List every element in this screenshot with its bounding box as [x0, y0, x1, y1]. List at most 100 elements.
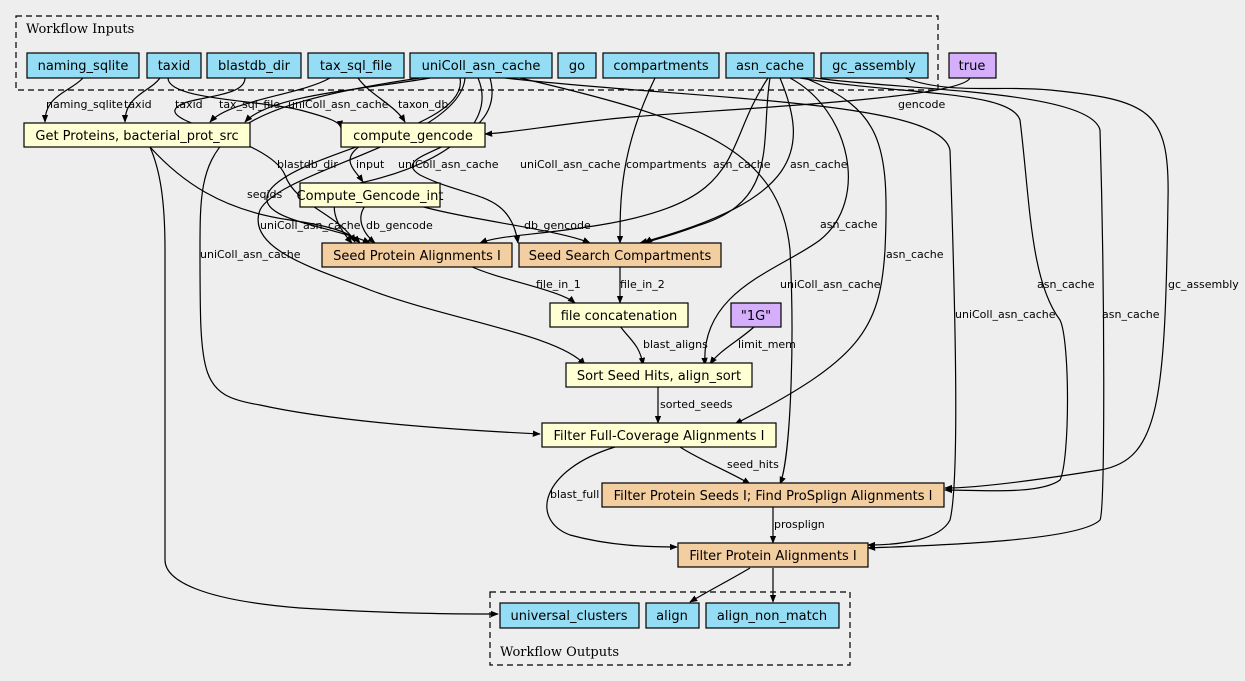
step-filter-protein-seeds-label: Filter Protein Seeds I; Find ProSplign A… — [614, 489, 933, 504]
edge-gc-assembly — [904, 77, 1169, 492]
output-node-align-non-match[interactable]: align_non_match — [705, 602, 840, 629]
edge-label-db-gencode-2: db_gencode — [524, 219, 591, 232]
edge-taxid-get-proteins — [121, 77, 161, 123]
workflow-outputs-title: Workflow Outputs — [500, 645, 619, 660]
output-node-universal-clusters[interactable]: universal_clusters — [499, 602, 640, 629]
output-node-align[interactable]: align — [645, 602, 700, 629]
edge-unicoll-seed-protein-1 — [266, 77, 461, 244]
edge-label-seqids: seqids — [247, 188, 283, 201]
edge-naming-sqlite — [41, 77, 84, 123]
constant-node-1g-label: "1G" — [741, 309, 771, 324]
edge-label-prosplign: prosplign — [774, 518, 825, 531]
step-filter-full-coverage-label: Filter Full-Coverage Alignments I — [553, 429, 764, 444]
input-node-go[interactable]: go — [557, 52, 597, 79]
edge-label-unicoll-4: uniColl_asn_cache — [260, 219, 361, 232]
step-compute-gencode-label: compute_gencode — [353, 129, 473, 144]
edge-label-limit-mem: limit_mem — [738, 338, 796, 351]
edge-file-in-1 — [469, 265, 576, 304]
edge-asn-seed-search-2 — [644, 77, 771, 244]
workflow-inputs-cluster: Workflow Inputs — [15, 15, 939, 91]
step-filter-protein-seeds[interactable]: Filter Protein Seeds I; Find ProSplign A… — [601, 482, 945, 508]
edge-label-tax-sql-file: tax_sql_file — [219, 98, 280, 111]
edge-asn-filter-full — [734, 77, 887, 425]
edge-label-unicoll-7: uniColl_asn_cache — [955, 308, 1056, 321]
edge-label-input: input — [356, 158, 385, 171]
step-get-proteins[interactable]: Get Proteins, bacterial_prot_src — [23, 122, 251, 148]
edge-tax-sql-file — [209, 77, 331, 123]
step-sort-seed-hits[interactable]: Sort Seed Hits, align_sort — [565, 362, 753, 388]
input-node-compartments[interactable]: compartments — [602, 52, 720, 79]
edge-label-asn-3: asn_cache — [820, 218, 878, 231]
step-sort-seed-hits-label: Sort Seed Hits, align_sort — [577, 369, 741, 384]
edge-label-file-in-2: file_in_2 — [620, 278, 665, 291]
step-seed-search-compartments[interactable]: Seed Search Compartments — [518, 242, 722, 268]
input-node-compartments-label: compartments — [613, 59, 708, 74]
edge-label-asn-4: asn_cache — [886, 248, 944, 261]
step-seed-protein-alignments-label: Seed Protein Alignments I — [333, 249, 501, 264]
edge-asn-seed-protein — [479, 77, 769, 244]
input-node-tax-sql-file[interactable]: tax_sql_file — [307, 52, 405, 79]
edge-label-compartments: compartments — [626, 158, 707, 171]
input-nodes: naming_sqlite taxid blastdb_dir tax_sql_… — [26, 52, 997, 79]
edge-label-blastdb-dir: blastdb_dir — [277, 158, 338, 171]
step-nodes: Get Proteins, bacterial_prot_src compute… — [23, 122, 945, 568]
edge-label-gc-assembly: gc_assembly — [1168, 278, 1239, 291]
edge-unicoll-filter-protein — [504, 77, 957, 549]
workflow-inputs-title: Workflow Inputs — [26, 22, 134, 37]
input-node-blastdb-dir[interactable]: blastdb_dir — [206, 52, 302, 79]
edge-blast-full — [546, 446, 678, 551]
input-node-asn-cache-label: asn_cache — [736, 59, 804, 74]
edge-label-taxon-db: taxon_db — [398, 98, 448, 111]
input-node-blastdb-dir-label: blastdb_dir — [218, 59, 291, 74]
input-node-asn-cache[interactable]: asn_cache — [725, 52, 815, 79]
edge-label-asn-6: asn_cache — [1102, 308, 1160, 321]
edge-label-asn-5: asn_cache — [1037, 278, 1095, 291]
input-node-taxid-label: taxid — [158, 59, 191, 74]
input-node-tax-sql-file-label: tax_sql_file — [320, 59, 392, 74]
input-node-taxid[interactable]: taxid — [146, 52, 202, 79]
step-get-proteins-label: Get Proteins, bacterial_prot_src — [35, 129, 238, 144]
step-compute-gencode[interactable]: compute_gencode — [340, 122, 486, 148]
input-node-gc-assembly-label: gc_assembly — [832, 59, 916, 74]
step-filter-protein-alignments-label: Filter Protein Alignments I — [689, 549, 856, 564]
constant-node-1g[interactable]: "1G" — [730, 302, 782, 328]
edge-align — [689, 567, 751, 603]
constant-node-true[interactable]: true — [948, 52, 997, 79]
step-compute-gencode-int[interactable]: Compute_Gencode_int — [297, 182, 444, 208]
input-node-unicoll-asn-cache[interactable]: uniColl_asn_cache — [409, 52, 553, 79]
edge-limit-mem — [709, 325, 756, 365]
edge-label-unicoll-1: uniColl_asn_cache — [288, 98, 389, 111]
edge-label-blast-aligns: blast_aligns — [643, 338, 708, 351]
input-node-gc-assembly[interactable]: gc_assembly — [820, 52, 929, 79]
edge-label-unicoll-5: uniColl_asn_cache — [200, 248, 301, 261]
edge-label-asn-2: asn_cache — [790, 158, 848, 171]
edge-label-file-in-1: file_in_1 — [536, 278, 581, 291]
edge-blast-aligns — [619, 325, 646, 366]
edge-compartments — [616, 77, 656, 244]
step-filter-full-coverage[interactable]: Filter Full-Coverage Alignments I — [541, 422, 777, 448]
constant-node-true-label: true — [959, 59, 986, 74]
edge-asn-filter-seeds — [799, 77, 1069, 494]
edge-asn-sort-seed — [701, 77, 849, 366]
output-node-align-label: align — [656, 609, 688, 624]
edge-labels: naming_sqlite taxid taxid tax_sql_file u… — [46, 98, 1239, 531]
edge-unicoll-get-proteins — [244, 77, 431, 123]
edge-label-sorted-seeds: sorted_seeds — [660, 398, 733, 411]
edge-unicoll-filter-seeds — [519, 77, 793, 485]
input-node-naming-sqlite[interactable]: naming_sqlite — [26, 52, 140, 79]
step-file-concatenation[interactable]: file concatenation — [549, 302, 689, 328]
step-file-concatenation-label: file concatenation — [561, 309, 678, 324]
edge-label-db-gencode-1: db_gencode — [366, 219, 433, 232]
input-node-naming-sqlite-label: naming_sqlite — [38, 59, 129, 74]
input-node-go-label: go — [569, 59, 585, 74]
edge-label-gencode: gencode — [898, 98, 945, 111]
edge-input — [349, 145, 364, 183]
step-seed-protein-alignments[interactable]: Seed Protein Alignments I — [321, 242, 513, 268]
input-node-unicoll-asn-cache-label: uniColl_asn_cache — [422, 59, 541, 74]
edge-seed-hits — [679, 446, 751, 485]
edge-label-seed-hits: seed_hits — [727, 458, 779, 471]
edge-label-unicoll-6: uniColl_asn_cache — [780, 278, 881, 291]
edge-unicoll-seed-protein-2 — [333, 77, 483, 244]
step-filter-protein-alignments[interactable]: Filter Protein Alignments I — [677, 542, 869, 568]
